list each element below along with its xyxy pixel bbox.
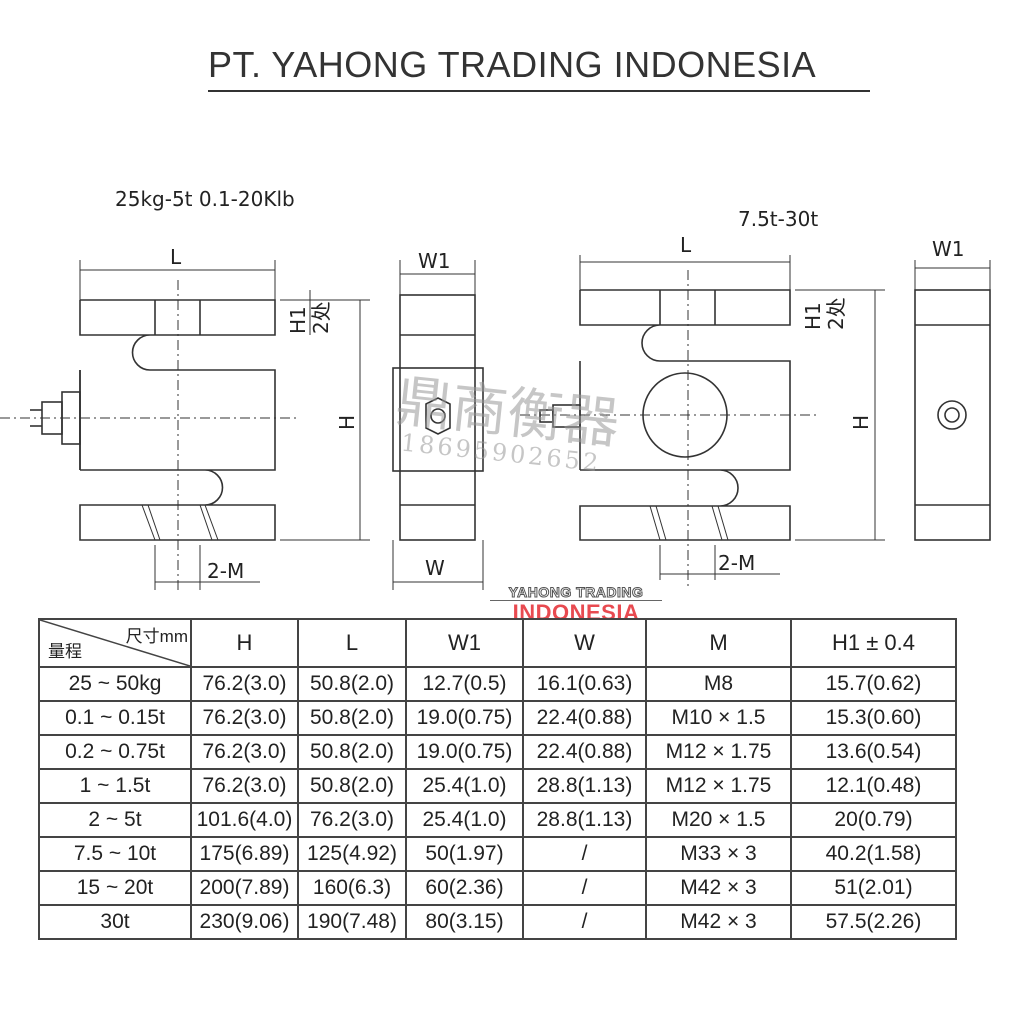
col-header: W1 [405,618,524,668]
large-dim-H: H [849,415,873,430]
cell-m: M10 × 1.5 [645,700,792,736]
col-header: H [190,618,299,668]
cell-l: 50.8(2.0) [297,666,407,702]
large-side-view [914,260,991,541]
small-dim-2M: 2-M [207,559,244,583]
cell-m: M12 × 1.75 [645,734,792,770]
cell-h1: 12.1(0.48) [790,768,957,804]
cell-h1: 13.6(0.54) [790,734,957,770]
small-dim-H1: H1 [286,306,310,334]
cell-h1: 15.7(0.62) [790,666,957,702]
cell-range: 0.1 ~ 0.15t [38,700,192,736]
cell-m: M8 [645,666,792,702]
col-header: H1 ± 0.4 [790,618,957,668]
cell-m: M20 × 1.5 [645,802,792,838]
cell-l: 125(4.92) [297,836,407,872]
small-range-label: 25kg-5t 0.1-20Klb [115,187,295,211]
cell-range: 25 ~ 50kg [38,666,192,702]
cell-h1: 15.3(0.60) [790,700,957,736]
cell-w: / [522,870,647,906]
col-header: M [645,618,792,668]
col-header: L [297,618,407,668]
cell-h: 76.2(3.0) [190,666,299,702]
cell-l: 76.2(3.0) [297,802,407,838]
cell-m: M33 × 3 [645,836,792,872]
cell-h: 230(9.06) [190,904,299,940]
cell-range: 0.2 ~ 0.75t [38,734,192,770]
cell-range: 30t [38,904,192,940]
cell-w1: 25.4(1.0) [405,768,524,804]
cell-w1: 19.0(0.75) [405,734,524,770]
page-title: PT. YAHONG TRADING INDONESIA [208,44,817,85]
large-dim-L: L [680,233,692,257]
cell-w1: 12.7(0.5) [405,666,524,702]
cell-h: 200(7.89) [190,870,299,906]
small-front-view [0,260,370,590]
small-dim-H1-note: 2处 [309,301,333,334]
corner-bottom-label: 量程 [48,642,82,661]
cell-l: 50.8(2.0) [297,768,407,804]
cell-l: 160(6.3) [297,870,407,906]
cell-w: / [522,904,647,940]
cell-h: 76.2(3.0) [190,700,299,736]
cell-h: 175(6.89) [190,836,299,872]
cell-w: 22.4(0.88) [522,734,647,770]
cell-w1: 25.4(1.0) [405,802,524,838]
cell-w1: 80(3.15) [405,904,524,940]
col-header: W [522,618,647,668]
cell-w1: 60(2.36) [405,870,524,906]
small-dim-W: W [425,556,445,580]
cell-m: M12 × 1.75 [645,768,792,804]
cell-w: 28.8(1.13) [522,802,647,838]
small-dim-L: L [170,245,182,269]
cell-range: 2 ~ 5t [38,802,192,838]
large-dim-H1-note: 2处 [824,297,848,330]
cell-m: M42 × 3 [645,870,792,906]
cell-w: 22.4(0.88) [522,700,647,736]
cell-w: / [522,836,647,872]
cell-w1: 19.0(0.75) [405,700,524,736]
cell-l: 50.8(2.0) [297,734,407,770]
cell-h1: 40.2(1.58) [790,836,957,872]
corner-header: 尺寸mm 量程 [38,618,192,668]
small-side-view [392,260,484,590]
large-dim-W1: W1 [932,237,965,261]
large-front-view [520,255,885,590]
large-dim-2M: 2-M [718,551,755,575]
cell-w1: 50(1.97) [405,836,524,872]
cell-h: 76.2(3.0) [190,768,299,804]
cell-range: 1 ~ 1.5t [38,768,192,804]
cell-l: 190(7.48) [297,904,407,940]
logo-line1: YAHONG TRADING [490,584,662,601]
cell-h1: 57.5(2.26) [790,904,957,940]
cell-h: 101.6(4.0) [190,802,299,838]
cell-range: 7.5 ~ 10t [38,836,192,872]
table-header-row: 尺寸mm 量程 H L W1 W M H1 ± 0.4 [38,618,957,668]
cell-l: 50.8(2.0) [297,700,407,736]
cell-m: M42 × 3 [645,904,792,940]
cell-range: 15 ~ 20t [38,870,192,906]
small-dim-W1: W1 [418,249,451,273]
small-dim-H: H [335,415,359,430]
title-underline [208,90,870,92]
corner-top-label: 尺寸mm [125,627,188,646]
technical-drawings: 25kg-5t 0.1-20Klb L H1 2处 H 2-M W1 W 7.5… [0,187,991,590]
large-range-label: 7.5t-30t [738,207,818,231]
large-dim-H1: H1 [801,302,825,330]
cell-h: 76.2(3.0) [190,734,299,770]
cell-w: 28.8(1.13) [522,768,647,804]
cell-w: 16.1(0.63) [522,666,647,702]
cell-h1: 51(2.01) [790,870,957,906]
cell-h1: 20(0.79) [790,802,957,838]
